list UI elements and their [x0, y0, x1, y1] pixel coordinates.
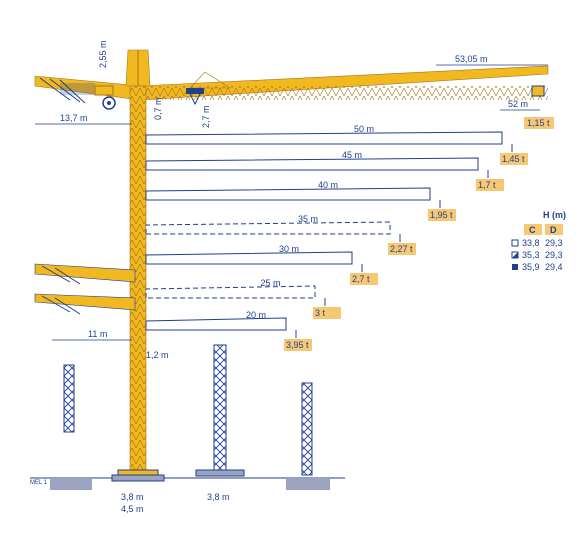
jib-height-a: 0,7 m	[153, 97, 163, 120]
tower-head	[102, 49, 151, 110]
load-label: 2,27 t	[390, 244, 413, 254]
counter-jib	[34, 75, 141, 104]
col-d: D	[550, 225, 557, 235]
load-label-bg	[388, 243, 416, 255]
trolley-hook-icon	[186, 85, 545, 106]
load-label: 1,45 t	[502, 154, 525, 164]
load-label-bg	[313, 307, 341, 319]
tip-load: 1,15 t	[527, 118, 550, 128]
load-label: 3,95 t	[286, 340, 309, 350]
tower-sections	[63, 344, 313, 477]
col-c: C	[529, 225, 536, 235]
load-label: 3 t	[315, 308, 326, 318]
jib-height-b: 2,7 m	[201, 105, 211, 128]
jib-length-label: 20 m	[246, 310, 266, 320]
tower-offset: 1,2 m	[146, 350, 169, 360]
svg-text:29,3: 29,3	[545, 238, 563, 248]
ground-label: MEL 1	[30, 480, 48, 486]
jib-outline	[145, 187, 431, 201]
jib-outline	[145, 285, 316, 299]
svg-text:29,3: 29,3	[545, 250, 563, 260]
base-a-c: 3,8 m	[121, 492, 144, 502]
height-table: H (m) C D 33,8 29,3 35,3 29,3 35,9 29,4	[511, 210, 566, 272]
svg-text:35,9: 35,9	[522, 262, 540, 272]
jib-length-label: 25 m	[261, 278, 281, 288]
jib-52-length: 52 m	[508, 99, 528, 109]
filled-square-icon	[512, 264, 518, 270]
load-label-bg	[284, 339, 312, 351]
svg-text:29,4: 29,4	[545, 262, 563, 272]
svg-text:35,3: 35,3	[522, 250, 540, 260]
counter-jib-small: 11 m	[88, 329, 107, 339]
jib-outline	[145, 157, 479, 171]
dimension-lines: 13,7 m 53,05 m 52 m 2,55 m 0,7 m 2,7 m 1…	[35, 40, 554, 514]
base-a-d: 4,5 m	[121, 504, 144, 514]
height-table-title: H (m)	[543, 210, 566, 220]
load-label: 1,95 t	[430, 210, 453, 220]
load-label: 1,7 t	[478, 180, 496, 190]
jib-length-label: 45 m	[342, 150, 362, 160]
tip-load-bg	[524, 117, 554, 129]
load-label-bg	[428, 209, 456, 221]
base-b: 3,8 m	[207, 492, 230, 502]
svg-text:33,8: 33,8	[522, 238, 540, 248]
load-label-bg	[500, 153, 528, 165]
jib-length-label: 30 m	[279, 244, 299, 254]
load-label-bg	[476, 179, 504, 191]
counter-jib-length: 13,7 m	[60, 113, 88, 123]
tower-head-height: 2,55 m	[98, 40, 108, 68]
jib-outline	[145, 131, 503, 145]
jib-length-label: 35 m	[298, 214, 318, 224]
jib-length-label: 50 m	[354, 124, 374, 134]
main-jib	[139, 65, 549, 101]
ground: MEL 1	[30, 477, 345, 490]
open-square-icon	[511, 239, 519, 247]
max-jib-length: 53,05 m	[455, 54, 488, 64]
load-label-bg	[350, 273, 378, 285]
jib-outline	[145, 251, 353, 265]
jib-outline	[145, 317, 287, 331]
load-label: 2,7 t	[352, 274, 370, 284]
jib-configurations: 50 m 1,45 t 45 m 1,7 t 40 m 1,95 t 35 m 2,27 t 3…	[145, 124, 528, 351]
jib-length-label: 40 m	[318, 180, 338, 190]
jib-outline	[145, 221, 391, 235]
lower-jibs	[34, 263, 136, 315]
main-tower	[111, 85, 165, 482]
